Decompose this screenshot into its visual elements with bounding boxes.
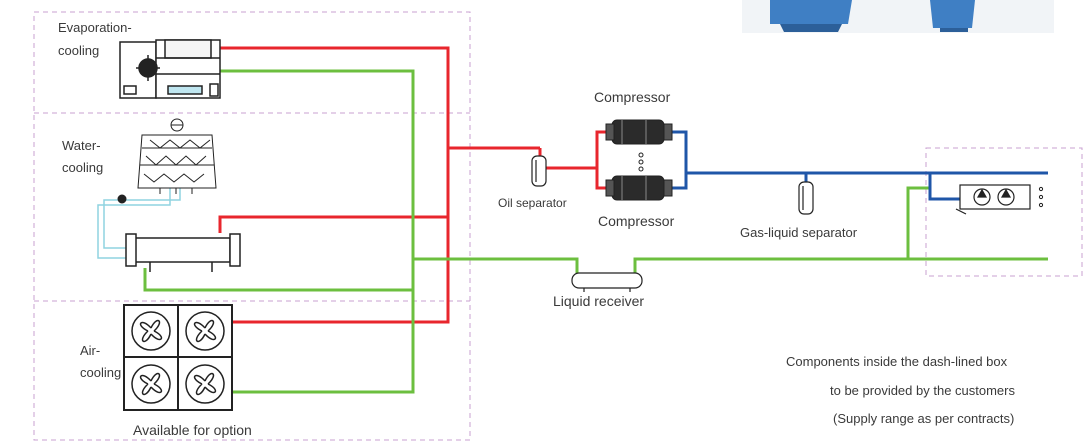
discharge-lines [215, 46, 621, 324]
note-line-1: Components inside the dash-lined box [786, 354, 1008, 369]
oil-separator [531, 148, 547, 187]
compressor-bottom [605, 175, 673, 201]
label-air-cooling-2: cooling [80, 365, 122, 380]
label-available-for-option: Available for option [133, 422, 252, 438]
label-water-cooling-1: Water- [62, 138, 101, 153]
label-evaporation-cooling-2: cooling [58, 43, 100, 58]
compressor-top [605, 119, 673, 145]
label-oil-separator: Oil separator [498, 196, 567, 210]
water-pipes [97, 188, 181, 259]
note-line-3: (Supply range as per contracts) [833, 411, 1015, 426]
fan-icons [131, 311, 225, 404]
label-evaporation-cooling-1: Evaporation- [58, 20, 132, 35]
liquid-receiver [571, 272, 643, 292]
option-dash-box [33, 11, 471, 441]
evaporation-condenser [119, 39, 221, 99]
gas-liquid-separator [798, 173, 814, 215]
evaporator-unit [955, 184, 1031, 215]
label-air-cooling-1: Air- [80, 343, 101, 358]
product-photo [742, 0, 1054, 33]
customer-dash-box [925, 147, 1083, 277]
label-gas-liquid-separator: Gas-liquid separator [740, 225, 858, 240]
note-line-2: to be provided by the customers [830, 383, 1015, 398]
label-water-cooling-2: cooling [62, 160, 104, 175]
label-compressor-top: Compressor [594, 89, 671, 105]
suction-lines [669, 130, 1048, 201]
label-compressor-bottom: Compressor [598, 213, 675, 229]
liquid-lines [143, 69, 1048, 394]
shell-tube-condenser [125, 233, 241, 272]
cooling-tower [117, 118, 217, 204]
compressor-ellipsis [638, 152, 644, 172]
label-liquid-receiver: Liquid receiver [553, 293, 645, 309]
evaporator-ellipsis [1038, 186, 1044, 208]
air-cooled-condenser [123, 304, 233, 411]
